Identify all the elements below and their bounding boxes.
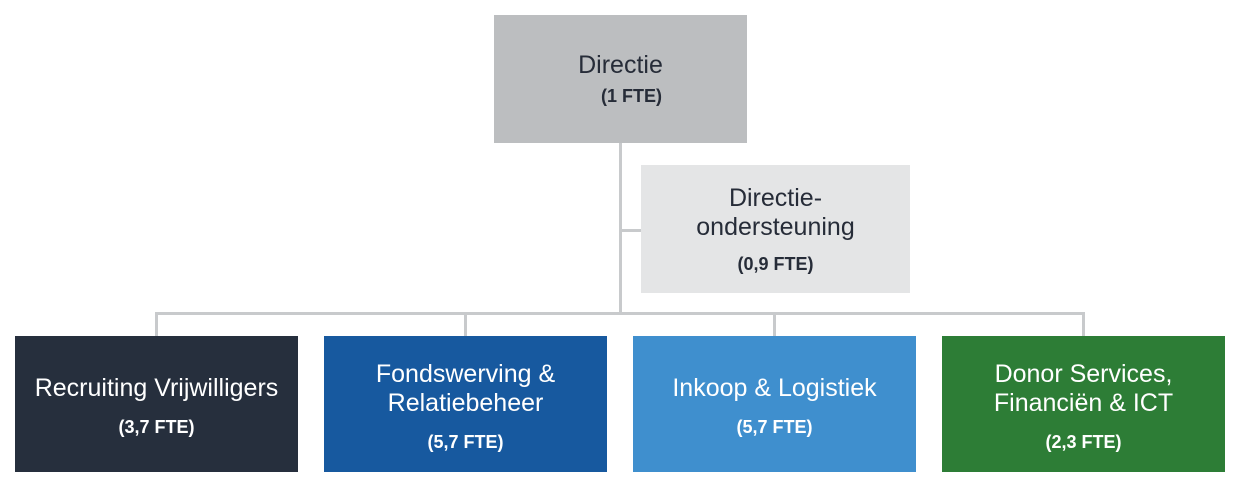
department-title: Recruiting Vrijwilligers (34, 374, 279, 402)
department-title: Inkoop & Logistiek (672, 374, 877, 402)
department-bus-connector (155, 312, 1085, 315)
inkoop-logistiek-box: Inkoop & Logistiek (5,7 FTE) (633, 336, 916, 472)
department-fte: (5,7 FTE) (736, 417, 813, 437)
directie-ondersteuning-box: Directie- ondersteuning (0,9 FTE) (641, 165, 910, 293)
department-title: Donor Services, Financiën & ICT (993, 359, 1174, 417)
recruiting-vrijwilligers-box: Recruiting Vrijwilligers (3,7 FTE) (15, 336, 298, 472)
trunk-connector (619, 143, 622, 313)
directie-ondersteuning-fte: (0,9 FTE) (737, 253, 814, 274)
fondswerving-drop-connector (464, 312, 467, 336)
donor-services-financien-ict-box: Donor Services, Financiën & ICT (2,3 FTE… (942, 336, 1225, 472)
department-fte: (3,7 FTE) (118, 417, 195, 437)
ondersteuning-connector (619, 229, 641, 232)
inkoop-drop-connector (773, 312, 776, 336)
directie-box: Directie (1 FTE) (494, 15, 747, 143)
department-title: Fondswerving & Relatiebeheer (375, 359, 556, 417)
fondswerving-relatiebeheer-box: Fondswerving & Relatiebeheer (5,7 FTE) (324, 336, 607, 472)
directie-fte: (1 FTE) (601, 86, 662, 106)
directie-ondersteuning-title: Directie- ondersteuning (696, 183, 855, 241)
recruiting-drop-connector (155, 312, 158, 336)
department-fte: (2,3 FTE) (1045, 431, 1122, 452)
directie-title: Directie (578, 51, 663, 79)
department-fte: (5,7 FTE) (427, 431, 504, 452)
donor-drop-connector (1082, 312, 1085, 336)
